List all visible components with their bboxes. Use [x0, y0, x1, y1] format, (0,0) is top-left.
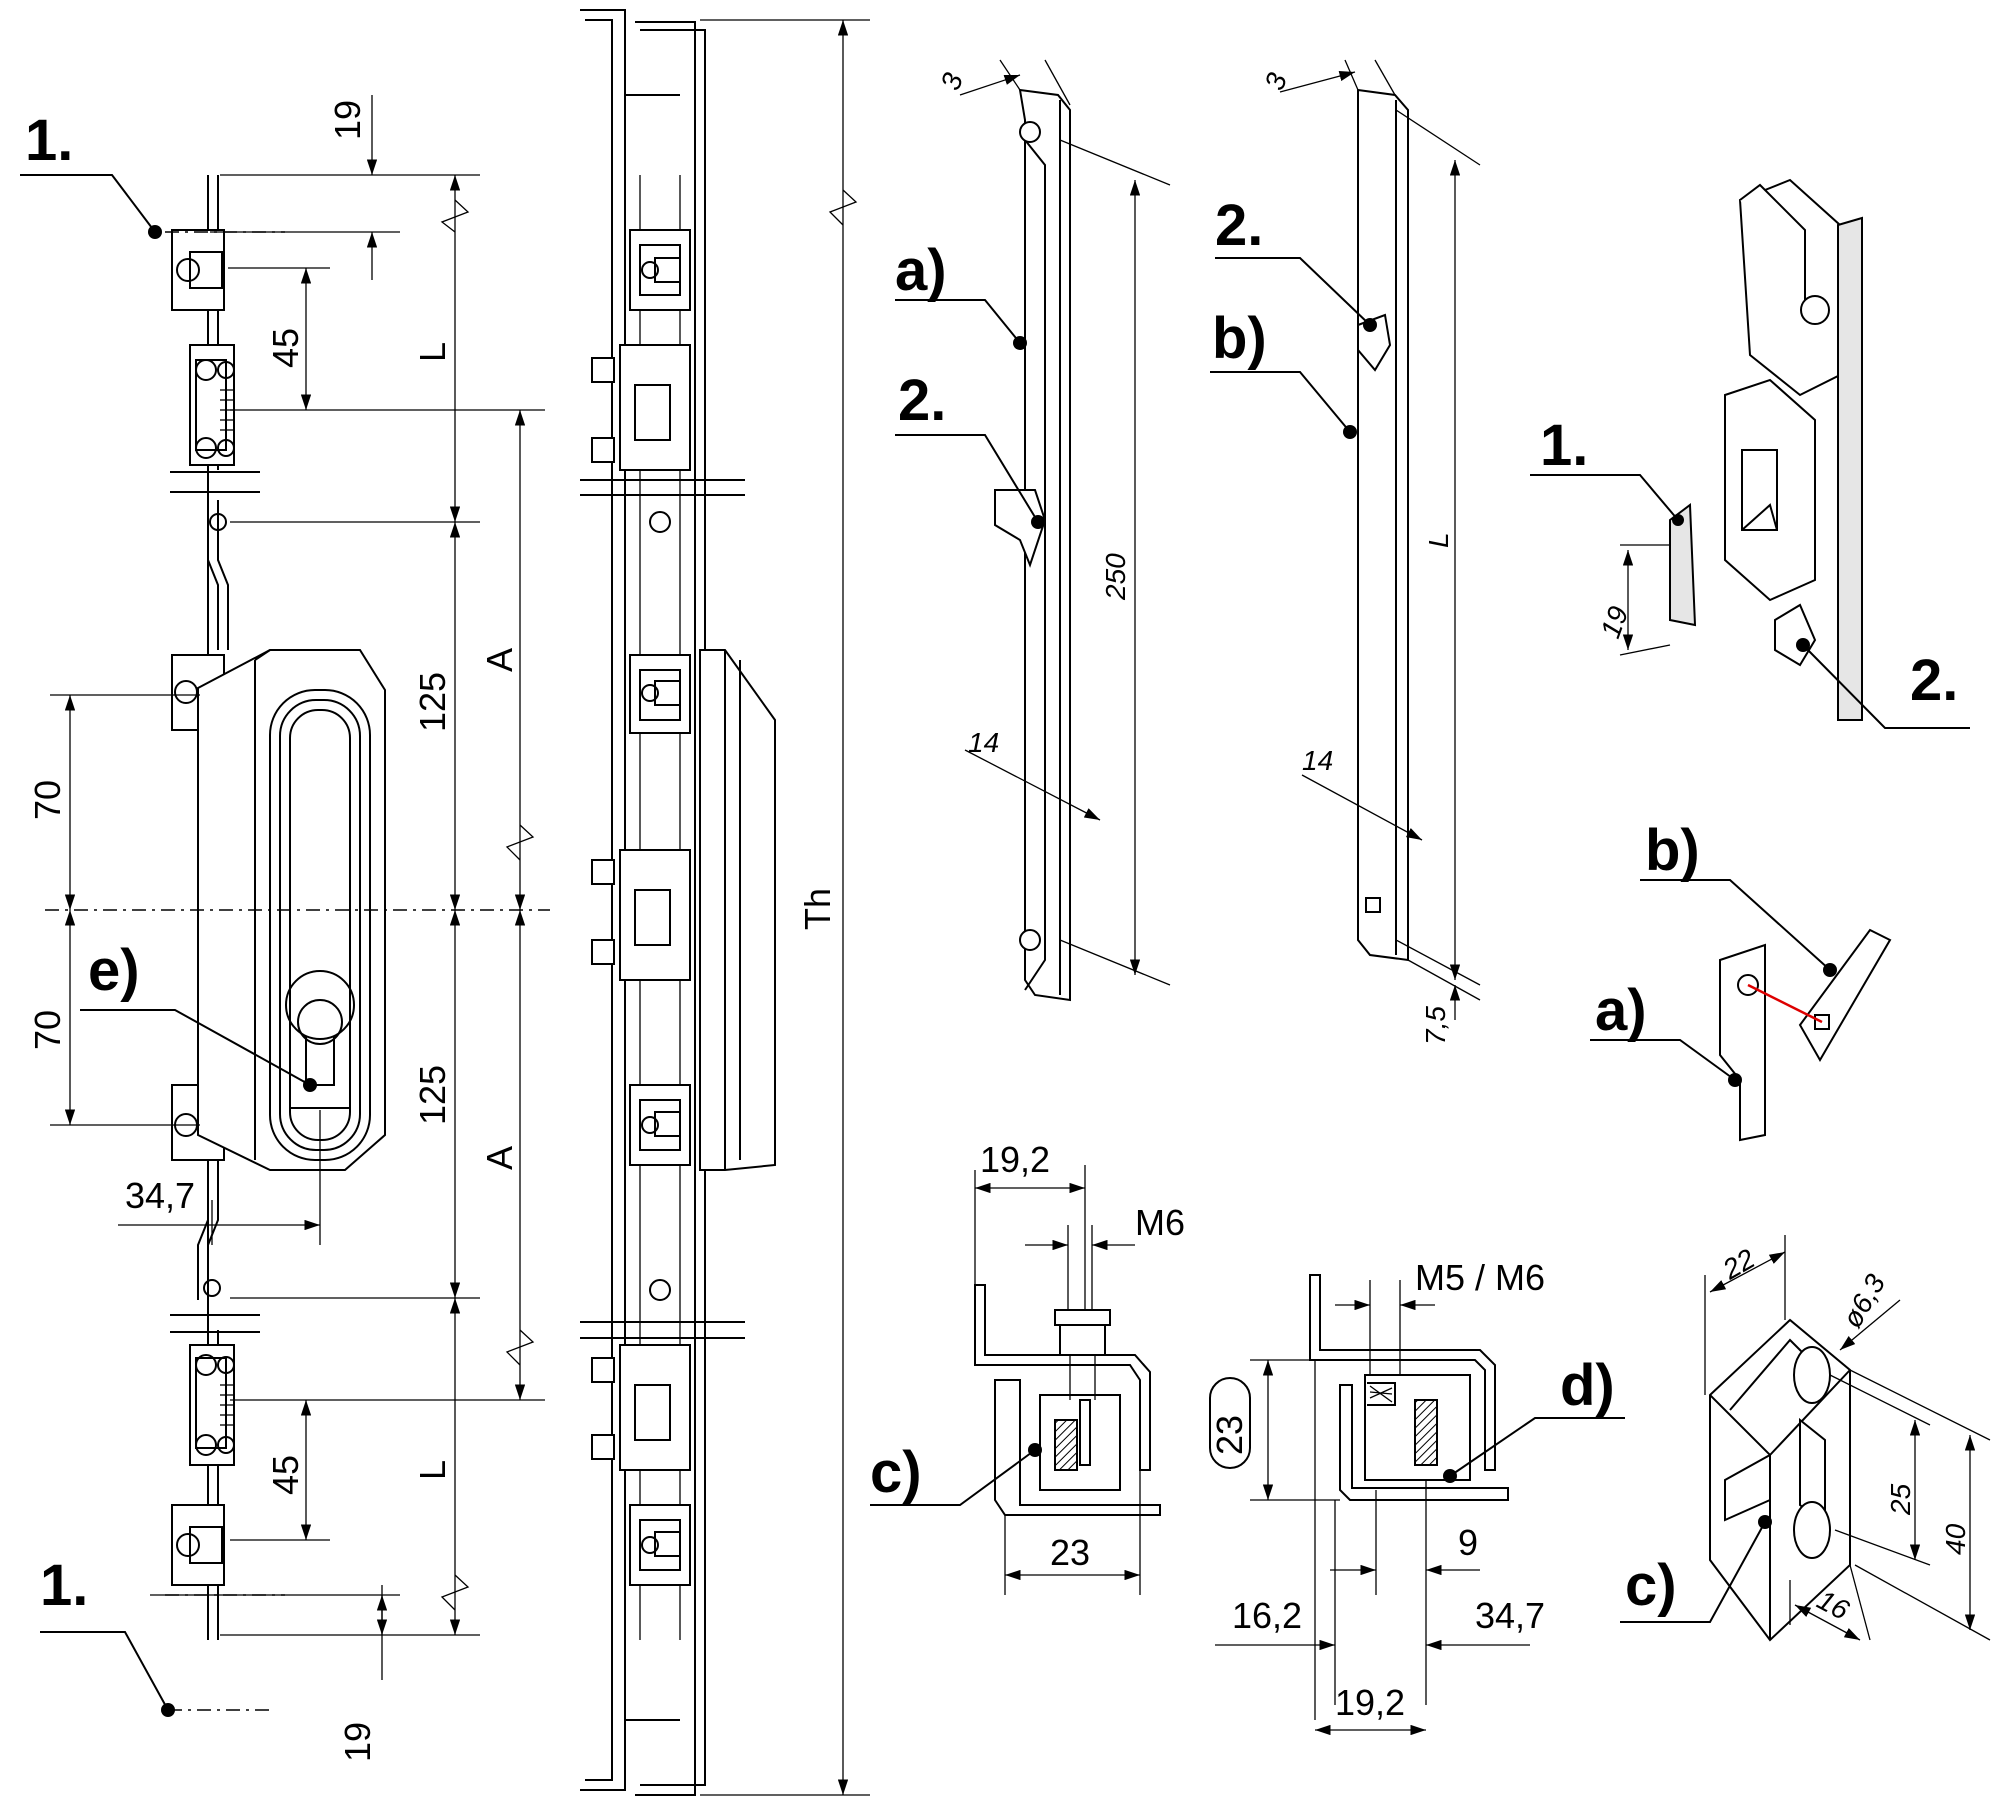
iso-callout-1: 1.	[1540, 413, 1588, 478]
side-view: Th	[580, 9, 870, 1796]
guide-c-dim-25: 25	[1885, 1483, 1916, 1516]
conn-label-a: a)	[1595, 978, 1647, 1043]
iso-callout-2: 2.	[1910, 648, 1958, 713]
dim-125-top: 125	[412, 672, 453, 732]
left-front-view: 1. 1. e) 19 45 L A 125 70 70 125 A 34,7 …	[20, 95, 550, 1762]
clamp-d-dim-M5-M6: M5 / M6	[1415, 1257, 1545, 1298]
clamp-d-dim-34-7: 34,7	[1475, 1595, 1545, 1636]
clamp-c-section: 19,2 M6 23 c)	[870, 1139, 1185, 1595]
dim-19-top: 19	[327, 100, 368, 140]
side-lock-6	[591, 1344, 691, 1471]
dim-45-bottom: 45	[265, 1455, 306, 1495]
rod-b-dim-7-5: 7,5	[1420, 1006, 1451, 1045]
dim-L-top: L	[412, 342, 453, 362]
clamp-d-dim-16-2: 16,2	[1232, 1595, 1302, 1636]
side-lock-7	[629, 1504, 691, 1586]
dim-70-bottom: 70	[27, 1010, 68, 1050]
clamp-c-dim-19-2: 19,2	[980, 1139, 1050, 1180]
guide-c-dim-phi: ø6,3	[1836, 1269, 1891, 1333]
rod-a-dim-250: 250	[1100, 553, 1131, 601]
guide-c-iso: 22 ø6,3 25 40 16 c)	[1620, 1235, 1991, 1642]
clamp-d-dim-19-2: 19,2	[1335, 1682, 1405, 1723]
side-lock-4	[591, 849, 691, 981]
side-lock-2	[591, 344, 691, 471]
clamp-d-dim-9: 9	[1458, 1522, 1478, 1563]
rod-a-view: 3 250 14 a) 2.	[895, 59, 1171, 1002]
side-lock-1	[629, 229, 691, 311]
rod-b-label: b)	[1212, 306, 1267, 371]
dim-125-bottom: 125	[412, 1065, 453, 1125]
dim-L-bottom: L	[412, 1460, 453, 1480]
side-lock-5	[629, 1084, 691, 1166]
conn-label-b: b)	[1645, 818, 1700, 883]
rod-a-cam-label: 2.	[898, 368, 946, 433]
dim-A-top: A	[479, 648, 520, 672]
dim-45-top: 45	[265, 328, 306, 368]
side-lock-3	[629, 654, 691, 734]
callout-1-top: 1.	[25, 108, 73, 173]
clamp-d-dim-23: 23	[1209, 1415, 1250, 1455]
connection-view: b) a)	[1590, 818, 1892, 1142]
guide-c-dim-22: 22	[1717, 1243, 1761, 1286]
rod-a-label: a)	[895, 238, 947, 303]
rod-b-dim-L: L	[1423, 532, 1454, 548]
guide-c-dim-40: 40	[1940, 1523, 1971, 1555]
rod-b-cam-label: 2.	[1215, 193, 1263, 258]
dim-19-bottom: 19	[337, 1722, 378, 1762]
callout-1-bottom: 1.	[40, 1553, 88, 1618]
clamp-c-label: c)	[870, 1440, 922, 1505]
dim-34-7-left: 34,7	[125, 1175, 195, 1216]
rod-b-view: 3 L 14 7,5 2. b)	[1210, 59, 1481, 1045]
dim-A-bottom: A	[479, 1146, 520, 1170]
rod-b-dim-14: 14	[1302, 745, 1333, 776]
callout-e: e)	[88, 938, 140, 1003]
rod-b-dim-3: 3	[1259, 68, 1294, 94]
iso-lock-view: 19 1. 2.	[1530, 178, 1970, 729]
guide-c-label: c)	[1625, 1553, 1677, 1618]
dim-70-top: 70	[27, 780, 68, 820]
clamp-c-dim-M6: M6	[1135, 1202, 1185, 1243]
clamp-d-section: M5 / M6 23 9 16,2 34,7 19,2 d)	[1209, 1257, 1625, 1736]
rod-a-dim-3: 3	[935, 68, 970, 94]
rod-a-dim-14: 14	[968, 727, 999, 758]
dim-Th: Th	[797, 888, 838, 930]
clamp-d-label: d)	[1560, 1353, 1615, 1418]
clamp-c-dim-23: 23	[1050, 1532, 1090, 1573]
